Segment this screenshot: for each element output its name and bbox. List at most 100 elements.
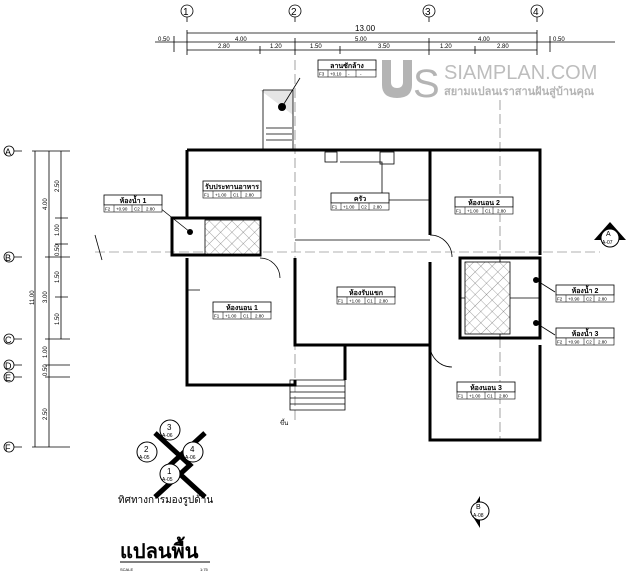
section-id: A <box>606 231 611 238</box>
watermark-logo: S SIAMPLAN.COM สยามแปลนเราสานฝันสู่บ้านค… <box>382 60 597 106</box>
room-ceiling: C1 <box>243 314 249 319</box>
room-height: - <box>360 72 362 77</box>
elevation-key: 3 A-06 2 A-05 4 A-06 1 A-05 ทิศทางการมอง… <box>118 419 213 506</box>
room-floor: F1 <box>214 314 220 319</box>
grid-row-a: A <box>5 147 11 157</box>
dim-text: 2.80 <box>497 44 509 50</box>
room-name: ห้องน้ำ 3 <box>572 327 599 338</box>
room-level: +1.00 <box>215 193 227 198</box>
stair-up-label: ขึ้น <box>280 417 288 427</box>
room-name: ห้องนอน 1 <box>226 303 258 312</box>
dim-text: 3.50 <box>378 44 390 50</box>
grid-col-1: 1 <box>183 7 189 18</box>
room-floor: F1 <box>332 205 338 210</box>
room-ceiling: C1 <box>485 209 491 214</box>
watermark-brand: SIAMPLAN.COM <box>444 62 597 84</box>
section-marker-a[interactable]: A A-07 <box>594 222 626 248</box>
room-name: รับประทานอาหาร <box>205 183 259 191</box>
room-height: 2.80 <box>146 207 155 212</box>
room-ceiling: C1 <box>233 193 239 198</box>
room-ceiling: C2 <box>134 207 140 212</box>
room-tag: ห้องน้ำ 1 F2 +0.90 C2 2.80 <box>103 194 163 213</box>
dim-text: 1.00 <box>43 346 49 358</box>
room-ceiling: C2 <box>586 340 592 345</box>
room-ceiling: C1 <box>487 394 493 399</box>
room-level: +1.00 <box>349 299 361 304</box>
room-tags: ลานซักล้าง F3 +0.10 - - ห้องน้ำ 1 F2 +0.… <box>103 59 615 400</box>
room-tag: ครัว F1 +1.00 C2 2.80 <box>330 192 390 211</box>
room-floor: F2 <box>557 340 563 345</box>
room-ceiling: C1 <box>367 299 373 304</box>
room-level: +0.10 <box>330 72 342 77</box>
grid-row-f: F <box>5 443 11 453</box>
drawing-title: แปลนพื้น <box>120 536 199 563</box>
elevation-caption: ทิศทางการมองรูปด้าน <box>118 494 213 506</box>
room-name: ห้องรับแขก <box>349 288 383 297</box>
dim-text: 3.00 <box>43 291 49 303</box>
room-floor: F2 <box>105 207 111 212</box>
dim-text: 4.00 <box>43 198 49 210</box>
room-level: +0.90 <box>568 340 580 345</box>
watermark-tagline: สยามแปลนเราสานฝันสู่บ้านคุณ <box>444 85 595 99</box>
watermark-s-glyph: S <box>413 62 440 106</box>
dim-top-overall: 13.00 <box>355 24 376 33</box>
grid-col-3: 3 <box>425 7 431 18</box>
dim-text: 2.50 <box>43 408 49 420</box>
dim-text: 1.20 <box>270 44 282 50</box>
dim-text: 0.50 <box>553 37 565 43</box>
section-sheet: A-07 <box>602 240 613 246</box>
grid-row-d: D <box>5 361 12 371</box>
room-floor: F1 <box>456 209 462 214</box>
elevation-num: 4 <box>190 445 195 454</box>
dim-text: 1.50 <box>55 313 61 325</box>
section-sheet: A-08 <box>473 513 484 519</box>
elevation-sheet: A-05 <box>162 477 173 483</box>
room-tag: ห้องรับแขก F1 +1.00 C1 2.80 <box>336 286 396 305</box>
room-height: 2.80 <box>379 299 388 304</box>
room-tag: ห้องนอน 3 F1 +1.00 C1 2.80 <box>456 381 516 400</box>
grid-row-b: B <box>5 253 11 263</box>
scale-label: SCALE <box>120 567 133 572</box>
room-name: ห้องนอน 3 <box>470 383 502 392</box>
room-height: 2.80 <box>497 209 506 214</box>
room-tag: ลานซักล้าง F3 +0.10 - - <box>317 59 377 78</box>
grid-columns: 1 2 3 4 <box>180 4 544 22</box>
dim-text: 2.80 <box>218 44 230 50</box>
room-level: +1.00 <box>469 394 481 399</box>
room-height: 2.80 <box>245 193 254 198</box>
room-name: ครัว <box>354 195 366 203</box>
room-level: +0.90 <box>568 297 580 302</box>
room-height: 2.80 <box>598 297 607 302</box>
room-name: ห้องน้ำ 2 <box>572 284 599 295</box>
elevation-num: 2 <box>144 445 149 454</box>
dim-text: 1.00 <box>55 224 61 236</box>
walls: ขึ้น <box>94 77 556 442</box>
room-floor: F1 <box>204 193 210 198</box>
elevation-sheet: A-06 <box>162 433 173 439</box>
room-name: ห้องน้ำ 1 <box>120 194 147 205</box>
dim-text: 0.50 <box>43 364 49 376</box>
room-name: ลานซักล้าง <box>330 61 364 70</box>
section-marker-b[interactable]: B A-08 <box>470 496 490 528</box>
room-tag: ห้องน้ำ 2 F2 +0.90 C2 2.80 <box>555 284 615 303</box>
dim-text: 1.50 <box>310 44 322 50</box>
room-level: +1.00 <box>467 209 479 214</box>
room-ceiling: C2 <box>361 205 367 210</box>
room-height: 2.80 <box>499 394 508 399</box>
dim-left-overall: 11.00 <box>30 290 36 305</box>
scale-value: 1:75 <box>200 567 209 572</box>
grid-row-e: E <box>5 373 11 383</box>
dim-text: 2.50 <box>55 180 61 192</box>
dim-text: 5.00 <box>355 37 367 43</box>
dim-text: 1.20 <box>440 44 452 50</box>
grid-rows: A B C D E F 11.00 4.00 3.00 1.00 0.50 2.… <box>3 145 70 453</box>
room-ceiling: C2 <box>586 297 592 302</box>
room-level: +0.90 <box>116 207 128 212</box>
room-floor: F2 <box>557 297 563 302</box>
grid-col-2: 2 <box>291 7 297 18</box>
room-height: 2.80 <box>373 205 382 210</box>
room-height: 2.80 <box>255 314 264 319</box>
room-tag: รับประทานอาหาร F1 +1.00 C1 2.80 <box>202 180 262 199</box>
elevation-num: 1 <box>167 467 172 476</box>
